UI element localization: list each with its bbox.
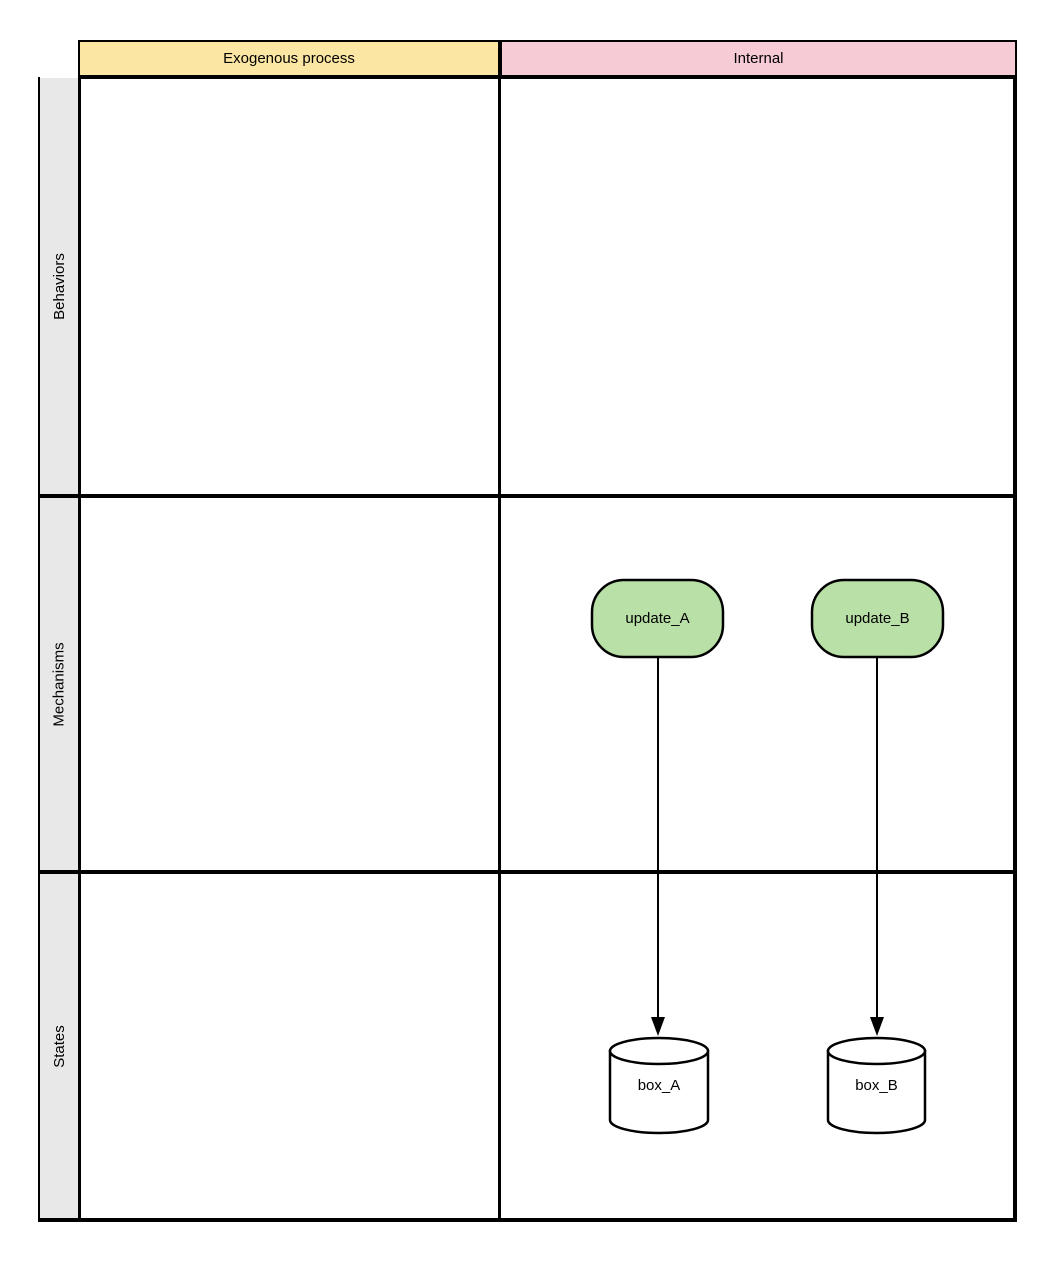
row-header-mechanisms: Mechanisms <box>40 498 78 870</box>
grid-row-divider-2 <box>38 870 1017 874</box>
header-border-left <box>78 40 80 76</box>
node-box-a-top <box>608 1036 710 1066</box>
node-update-a-shape[interactable] <box>590 578 725 659</box>
grid-border-top <box>78 75 1017 79</box>
grid-border-right <box>1013 75 1017 1222</box>
grid-border-left <box>78 75 81 1222</box>
node-box-a-body <box>608 1049 710 1135</box>
grid-column-divider <box>498 75 501 1222</box>
node-box-b-body <box>826 1049 927 1135</box>
row-header-behaviors: Behaviors <box>40 78 78 495</box>
column-header-internal-label: Internal <box>733 50 784 67</box>
node-box-b-top <box>826 1036 927 1066</box>
node-box-b-shape[interactable] <box>826 1036 927 1135</box>
edge-update-b-to-box-b <box>870 657 884 1036</box>
edge-a-arrowhead-icon <box>651 1017 665 1036</box>
header-divider <box>498 40 502 76</box>
row-header-states: States <box>40 874 78 1218</box>
grid-row-divider-1 <box>38 494 1017 498</box>
column-header-exogenous-process: Exogenous process <box>80 42 498 75</box>
header-border-top <box>78 40 1017 42</box>
edge-b-arrowhead-icon <box>870 1017 884 1036</box>
column-header-exogenous-label: Exogenous process <box>223 50 355 67</box>
node-box-a-shape[interactable] <box>608 1036 710 1135</box>
row-header-column-border-left <box>38 77 40 1220</box>
node-update-b-shape[interactable] <box>810 578 945 659</box>
header-border-right <box>1015 40 1017 76</box>
edge-update-a-to-box-a <box>651 657 665 1036</box>
column-header-internal: Internal <box>502 42 1015 75</box>
grid-border-bottom <box>38 1218 1017 1222</box>
